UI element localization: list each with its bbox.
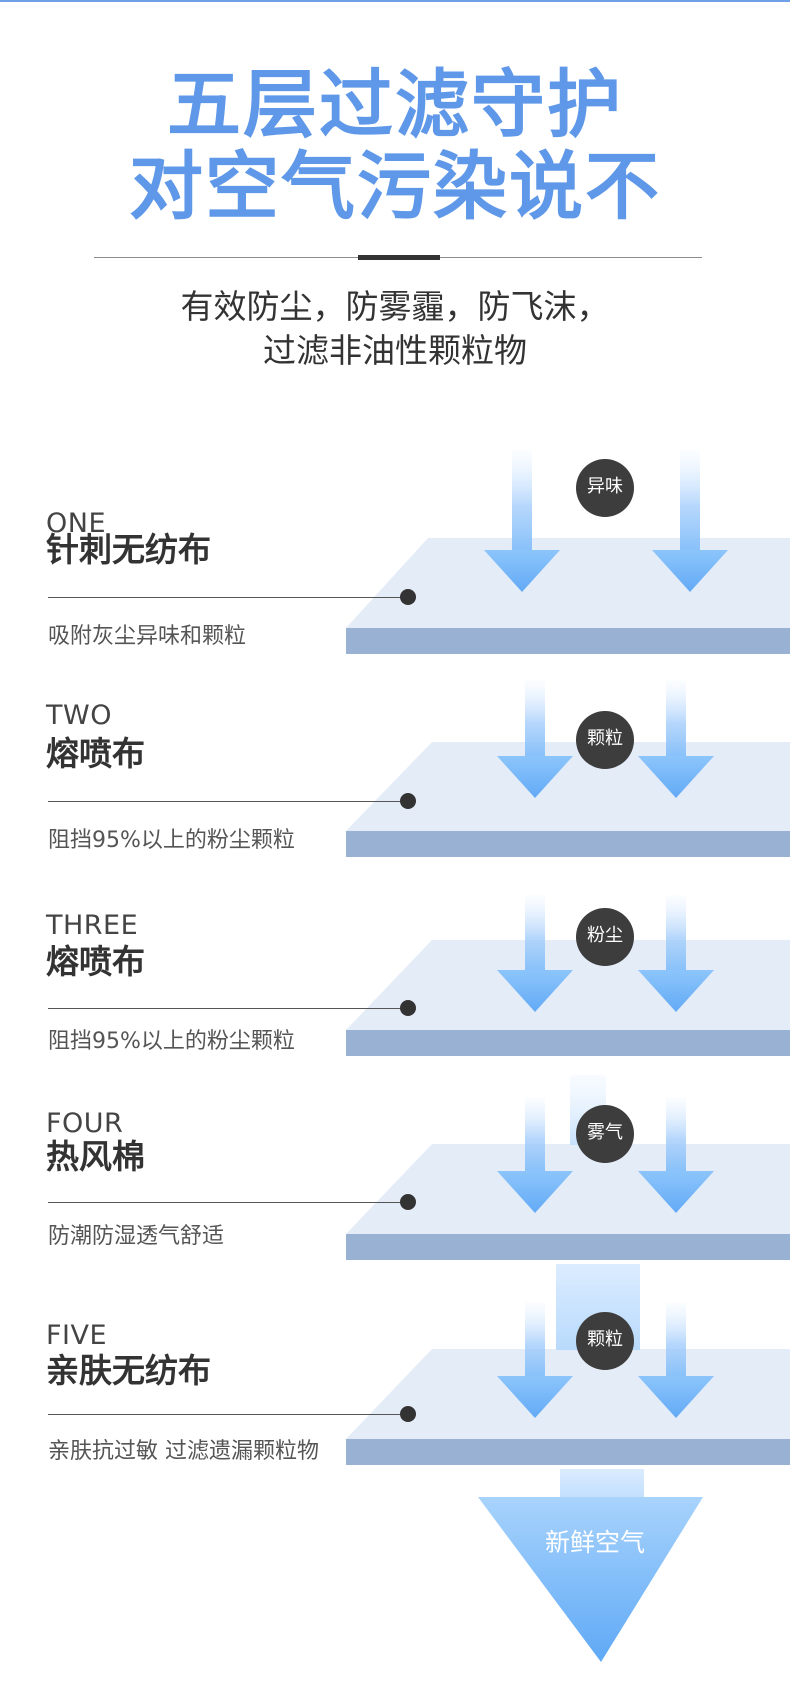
subtitle-line1: 有效防尘，防雾霾，防飞沫， xyxy=(180,287,610,326)
airflow-arrow-beam xyxy=(666,895,686,972)
airflow-arrow-beam xyxy=(525,1302,545,1378)
filter-layer-top xyxy=(346,1144,790,1234)
airflow-arrow-head xyxy=(652,550,728,592)
leader-dot xyxy=(400,1406,416,1422)
layer-material-name: 热风棉 xyxy=(46,1137,145,1176)
filter-layer-top xyxy=(346,1349,790,1439)
airflow-arrow-beam xyxy=(512,450,532,552)
layer-description: 阻挡95%以上的粉尘颗粒 xyxy=(48,1029,295,1054)
page-title-line2: 对空气污染说不 xyxy=(129,144,661,230)
leader-line xyxy=(48,597,408,598)
filter-layer-front xyxy=(346,831,790,857)
filter-layer-front xyxy=(346,1030,790,1056)
layer-number-label: TWO xyxy=(46,700,112,731)
filter-layer-top xyxy=(346,742,790,831)
fresh-air-label: 新鲜空气 xyxy=(544,1528,645,1557)
leader-dot xyxy=(400,1000,416,1016)
pollutant-badge-label: 颗粒 xyxy=(587,1329,623,1350)
layer-material-name: 熔喷布 xyxy=(46,942,145,981)
airflow-arrow-head xyxy=(638,1171,714,1213)
layer-description: 吸附灰尘异味和颗粒 xyxy=(48,624,247,649)
layer-material-name: 亲肤无纺布 xyxy=(46,1351,211,1390)
airflow-arrow-beam xyxy=(666,1097,686,1173)
pollutant-badge xyxy=(576,459,634,517)
pollutant-badge-label: 雾气 xyxy=(587,1122,623,1143)
leader-line xyxy=(48,1202,408,1203)
top-accent-line xyxy=(0,0,790,2)
airflow-arrow-head xyxy=(497,756,573,798)
layer-material-name: 针刺无纺布 xyxy=(46,530,211,569)
layer-number-label: THREE xyxy=(46,910,139,941)
pollutant-badge xyxy=(576,711,634,769)
pollutant-badge xyxy=(576,908,634,966)
filter-layer-top xyxy=(346,940,790,1030)
fresh-air-arrow xyxy=(478,1497,703,1662)
layer-number-label: ONE xyxy=(46,508,107,539)
pollutant-badge-label: 粉尘 xyxy=(587,925,623,946)
filter-layer-front xyxy=(346,1439,790,1465)
title-divider-accent xyxy=(358,255,440,260)
airflow-arrow-beam xyxy=(666,680,686,758)
pollutant-badge-label: 颗粒 xyxy=(587,728,623,749)
airflow-arrow-head xyxy=(638,1376,714,1418)
layer-material-name: 熔喷布 xyxy=(46,734,145,773)
subtitle-line2: 过滤非油性颗粒物 xyxy=(263,331,527,370)
layer-description: 防潮防湿透气舒适 xyxy=(48,1224,225,1249)
airflow-arrow-head xyxy=(638,970,714,1012)
airflow-arrow-beam xyxy=(666,1302,686,1378)
leader-dot xyxy=(400,1194,416,1210)
page-title-line1: 五层过滤守护 xyxy=(167,62,623,148)
filter-layer-front xyxy=(346,1234,790,1260)
airflow-arrow-head xyxy=(638,756,714,798)
pollutant-badge xyxy=(576,1105,634,1163)
leader-line xyxy=(48,1008,408,1009)
leader-dot xyxy=(400,589,416,605)
layer-number-label: FIVE xyxy=(46,1320,108,1351)
leader-dot xyxy=(400,793,416,809)
layer-description: 亲肤抗过敏 过滤遗漏颗粒物 xyxy=(48,1439,319,1464)
layer-number-label: FOUR xyxy=(46,1108,124,1139)
leader-line xyxy=(48,801,408,802)
airflow-arrow-beam xyxy=(525,680,545,758)
filter-layer-front xyxy=(346,628,790,654)
airflow-arrow-head xyxy=(497,1171,573,1213)
airflow-arrow-beam xyxy=(680,450,700,552)
pollutant-badge-label: 异味 xyxy=(587,476,623,497)
airflow-arrow-head xyxy=(484,550,560,592)
pollutant-badge xyxy=(576,1312,634,1370)
airflow-arrow-beam xyxy=(525,1097,545,1173)
airflow-arrow-beam xyxy=(525,895,545,972)
leader-line xyxy=(48,1414,408,1415)
airflow-arrow-head xyxy=(497,1376,573,1418)
layer-description: 阻挡95%以上的粉尘颗粒 xyxy=(48,828,295,853)
airflow-arrow-head xyxy=(497,970,573,1012)
